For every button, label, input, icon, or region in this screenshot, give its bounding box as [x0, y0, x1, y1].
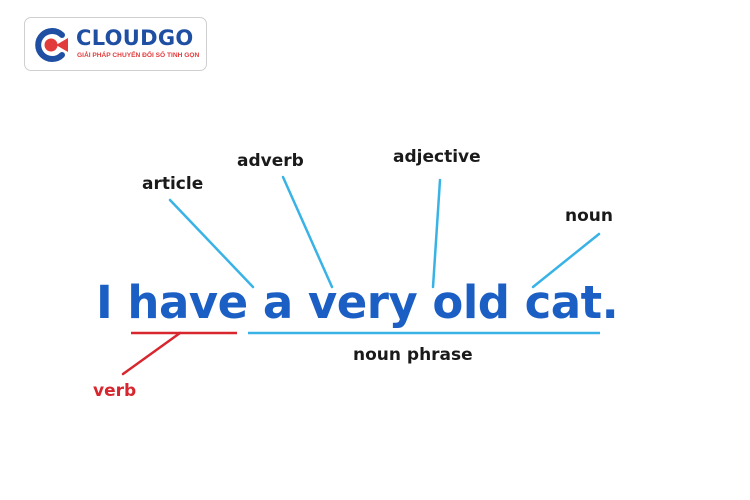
adverb-connector-line [281, 175, 334, 289]
label-adverb: adverb [237, 151, 304, 171]
label-adjective: adjective [393, 147, 481, 167]
adjective-connector-line [431, 178, 442, 289]
noun-connector-line [531, 232, 601, 289]
example-sentence: I have a very old cat. [96, 276, 619, 329]
verb-connector-line [121, 331, 182, 376]
cloudgo-logo-icon [35, 28, 68, 62]
logo-tagline: GIẢI PHÁP CHUYỂN ĐỔI SỐ TINH GỌN [77, 52, 200, 59]
label-noun-phrase: noun phrase [353, 345, 473, 365]
label-article: article [142, 174, 204, 194]
logo-brand-name: CLOUDGO [76, 26, 194, 50]
article-connector-line [168, 198, 255, 289]
label-verb: verb [93, 381, 137, 401]
cloudgo-logo: CLOUDGO GIẢI PHÁP CHUYỂN ĐỔI SỐ TINH GỌN [24, 17, 207, 71]
label-noun: noun [565, 206, 613, 226]
